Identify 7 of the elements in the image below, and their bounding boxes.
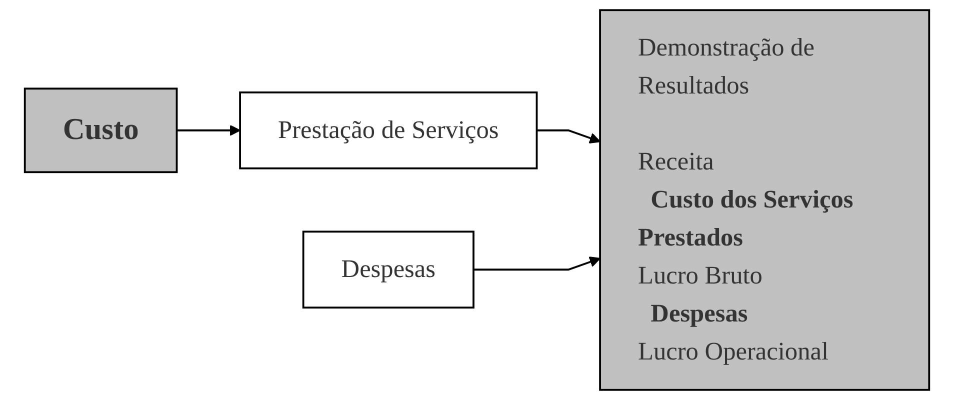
- node-box: Prestação de Serviços: [239, 91, 538, 170]
- node-box: Despesas: [302, 230, 474, 309]
- node-box: Custo: [24, 88, 178, 174]
- arrow: [536, 129, 601, 144]
- arrow: [474, 256, 601, 271]
- node-box: Demonstração de Resultados Receita Custo dos Serviços Prestados Lucro Bruto Despesas Lucro Operacional: [599, 9, 930, 391]
- arrow: [176, 124, 241, 136]
